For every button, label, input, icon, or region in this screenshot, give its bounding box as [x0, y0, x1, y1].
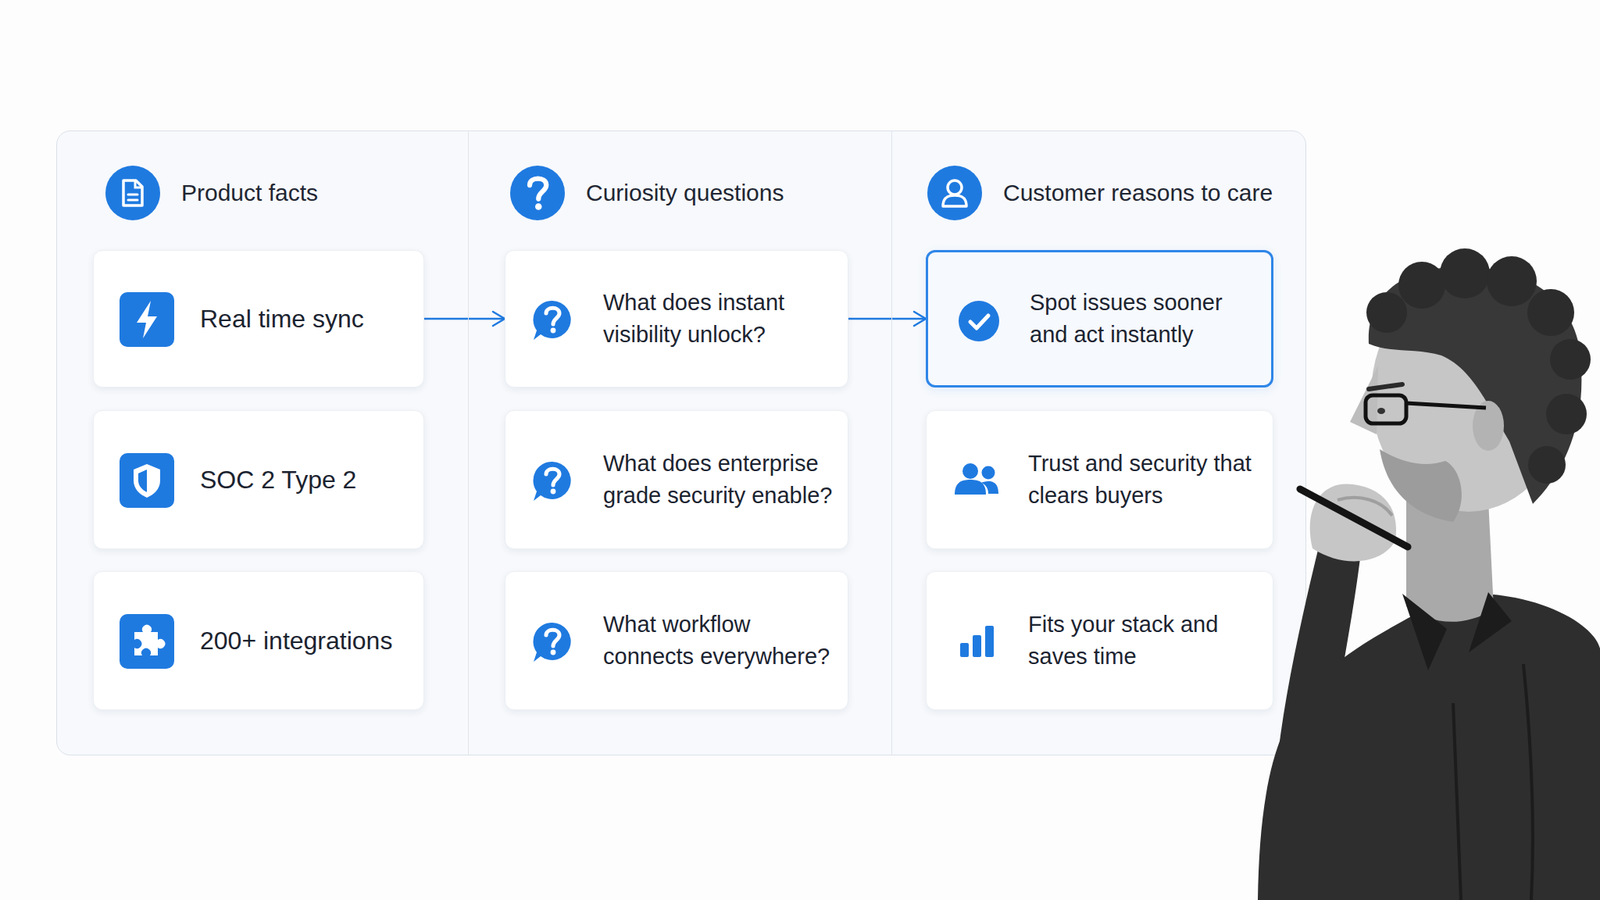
arrow-head — [914, 311, 926, 326]
hair-curl — [1439, 248, 1490, 299]
bolt-icon-part — [119, 292, 175, 347]
puzzle-icon — [119, 614, 175, 669]
bubble-icon-part — [546, 468, 560, 486]
check-icon-part — [970, 315, 989, 329]
card-text: 200+ integrations — [200, 625, 413, 658]
puzzle-icon-part — [134, 625, 165, 656]
benefit-card: Trust and security that clears buyers — [925, 410, 1274, 550]
shield-icon — [119, 453, 175, 508]
bars-icon-part — [972, 635, 982, 658]
ques-icon-part — [510, 165, 565, 221]
column-band: Product factsReal time syncSOC 2 Type 2 2… — [56, 130, 468, 756]
bars-icon-part — [985, 625, 994, 658]
bubble-icon-part — [532, 622, 571, 662]
fact-card: SOC 2 Type 2 — [92, 410, 425, 550]
pen — [1300, 489, 1408, 547]
hair-curl — [1546, 393, 1587, 435]
puzzle-icon-part — [119, 614, 175, 669]
bars-icon — [953, 617, 1002, 666]
card-text: What does enterprise grade security enab… — [603, 447, 837, 512]
column-heading: Customer reasons to care — [1003, 178, 1273, 208]
bubble-icon-part — [550, 650, 557, 656]
shield-icon-part — [119, 453, 175, 508]
hair-curl — [1398, 261, 1446, 309]
benefit-card: Fits your stack and saves time — [925, 571, 1274, 711]
people-icon-part — [981, 481, 999, 494]
flow-arrow — [424, 311, 505, 326]
arrow-head — [492, 311, 505, 326]
hair-curl — [1527, 289, 1575, 336]
question-card: What workflow connects everywhere? — [504, 571, 849, 711]
card-text: What does instant visibility unlock? — [603, 286, 837, 351]
fact-card: Real time sync — [92, 250, 425, 388]
collar — [1402, 592, 1512, 671]
user-icon-part — [927, 165, 983, 221]
bubble-icon — [528, 617, 577, 666]
hair-curl — [1366, 292, 1408, 333]
bubble-icon-part — [546, 307, 560, 325]
hair-curl — [1550, 339, 1591, 380]
column-band: Curiosity questionsWhat does instant vis… — [467, 130, 892, 756]
ques-icon-part — [529, 178, 547, 211]
eye — [1377, 407, 1386, 415]
doc-icon-part — [135, 180, 143, 188]
hair-curls — [1366, 248, 1591, 484]
question-card: What does instant visibility unlock? — [504, 250, 849, 388]
ques-icon-part — [535, 203, 543, 211]
user-icon — [926, 164, 983, 222]
check-icon — [954, 296, 1004, 346]
column-heading: Curiosity questions — [585, 178, 784, 208]
card-text: SOC 2 Type 2 — [200, 464, 413, 497]
card-text: What workflow connects everywhere? — [603, 608, 837, 673]
doc-icon — [104, 164, 161, 222]
doc-icon-part — [128, 194, 138, 200]
question-card: What does enterprise grade security enab… — [504, 410, 849, 550]
bubble-icon-part — [532, 300, 571, 340]
forearm — [1278, 546, 1361, 754]
arrow-line — [424, 317, 505, 321]
check-icon-part — [958, 300, 1000, 342]
column-heading: Product facts — [181, 178, 318, 208]
doc-icon-part — [123, 180, 143, 206]
bubble-icon — [528, 295, 577, 344]
card-text: Trust and security that clears buyers — [1028, 447, 1262, 512]
hair-curl — [1528, 446, 1566, 484]
bars-icon-part — [960, 642, 969, 658]
shield-icon-part — [133, 464, 161, 498]
bubble-icon-part — [550, 489, 557, 495]
benefit-card: Spot issues sooner and act instantly — [925, 250, 1274, 388]
people-icon-part — [954, 479, 986, 495]
fact-card: 200+ integrations — [92, 571, 425, 711]
people-icon-part — [982, 466, 996, 480]
doc-icon-part — [105, 165, 161, 221]
user-icon-part — [942, 195, 967, 207]
glasses-arm — [1406, 403, 1486, 408]
bubble-icon-part — [532, 461, 571, 501]
shirt-fold — [1453, 664, 1533, 900]
bolt-icon-part — [136, 300, 158, 339]
ques-icon-part — [529, 178, 547, 200]
hand — [1310, 483, 1397, 561]
people-icon-part — [962, 463, 979, 479]
bolt-icon — [119, 292, 175, 347]
bubble-icon-part — [550, 328, 557, 334]
ques-icon — [509, 164, 566, 222]
flow-arrow — [848, 311, 926, 326]
user-icon-part — [947, 180, 962, 195]
people-icon — [951, 454, 1004, 507]
bubble-icon-part — [546, 629, 560, 647]
eyebrow — [1368, 384, 1403, 390]
glasses-lens — [1365, 395, 1407, 424]
hair-curl — [1486, 256, 1537, 307]
shield-icon-part — [138, 469, 147, 493]
bubble-icon — [528, 456, 577, 505]
column-band: Customer reasons to careSpot issues soon… — [891, 130, 1307, 756]
card-text: Spot issues sooner and act instantly — [1029, 286, 1264, 351]
arrow-line — [848, 317, 926, 321]
card-text: Real time sync — [200, 303, 413, 336]
card-text: Fits your stack and saves time — [1028, 608, 1262, 673]
